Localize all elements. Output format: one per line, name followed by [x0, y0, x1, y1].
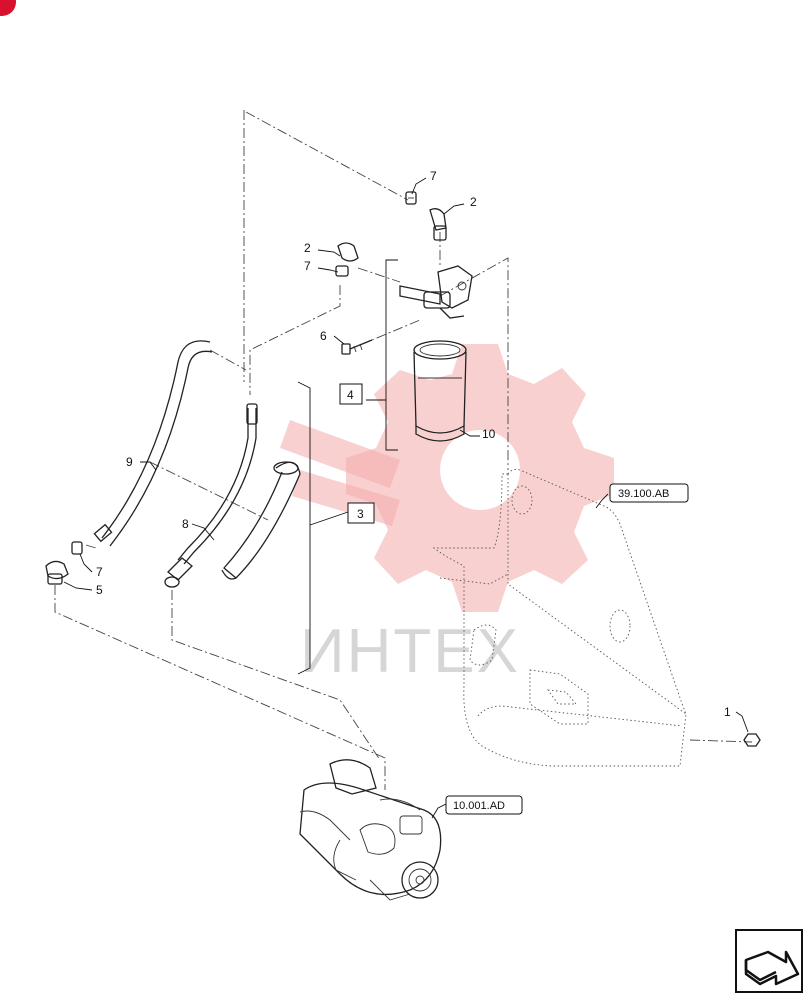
callout-10: 10 — [482, 427, 496, 441]
part-9-fuel-line — [93, 340, 213, 547]
callout-7-top: 7 — [430, 169, 437, 183]
callout-1: 1 — [724, 705, 731, 719]
corner-badge-icon — [0, 0, 16, 16]
watermark-logo — [280, 344, 614, 612]
part-2-elbow-fitting — [429, 208, 447, 241]
hose-group-3 — [221, 461, 301, 580]
frame-panel — [432, 469, 687, 767]
callout-9: 9 — [126, 455, 133, 469]
bracket-group-3 — [297, 381, 349, 675]
part-10-filter-cartridge — [413, 340, 467, 442]
watermark-text: ИНТЕХ — [300, 617, 520, 686]
engine-assembly — [299, 759, 442, 901]
svg-text:39.100.AB: 39.100.AB — [618, 488, 669, 500]
part-1-nut — [743, 733, 761, 747]
part-7-nipple-lower — [71, 541, 83, 555]
svg-text:10.001.AD: 10.001.AD — [453, 800, 505, 812]
svg-text:3: 3 — [357, 507, 364, 521]
part-2-clip — [335, 242, 359, 277]
bracket-group-4 — [366, 259, 398, 451]
next-page-arrow-icon[interactable] — [735, 929, 803, 993]
callout-5: 5 — [96, 583, 103, 597]
callout-7-lower: 7 — [96, 565, 103, 579]
reference-engine-label[interactable]: 10.001.AD — [445, 795, 523, 815]
callout-8: 8 — [182, 517, 189, 531]
callout-6: 6 — [320, 329, 327, 343]
part-5-elbow — [45, 560, 69, 585]
callout-box-4: 4 — [339, 383, 363, 405]
svg-text:4: 4 — [347, 388, 354, 402]
part-7-nipple-top — [405, 191, 417, 205]
callout-box-3: 3 — [347, 502, 375, 524]
callout-2-left: 2 — [304, 241, 311, 255]
assembly-lines — [54, 110, 753, 790]
callout-7-left: 7 — [304, 259, 311, 273]
leader-lines — [63, 177, 749, 819]
reference-frame-label[interactable]: 39.100.AB — [609, 483, 689, 503]
callout-2-top: 2 — [470, 195, 477, 209]
part-8-fuel-line — [164, 403, 258, 588]
part-6-bolt — [341, 339, 373, 355]
fuel-filter-head — [399, 265, 473, 319]
